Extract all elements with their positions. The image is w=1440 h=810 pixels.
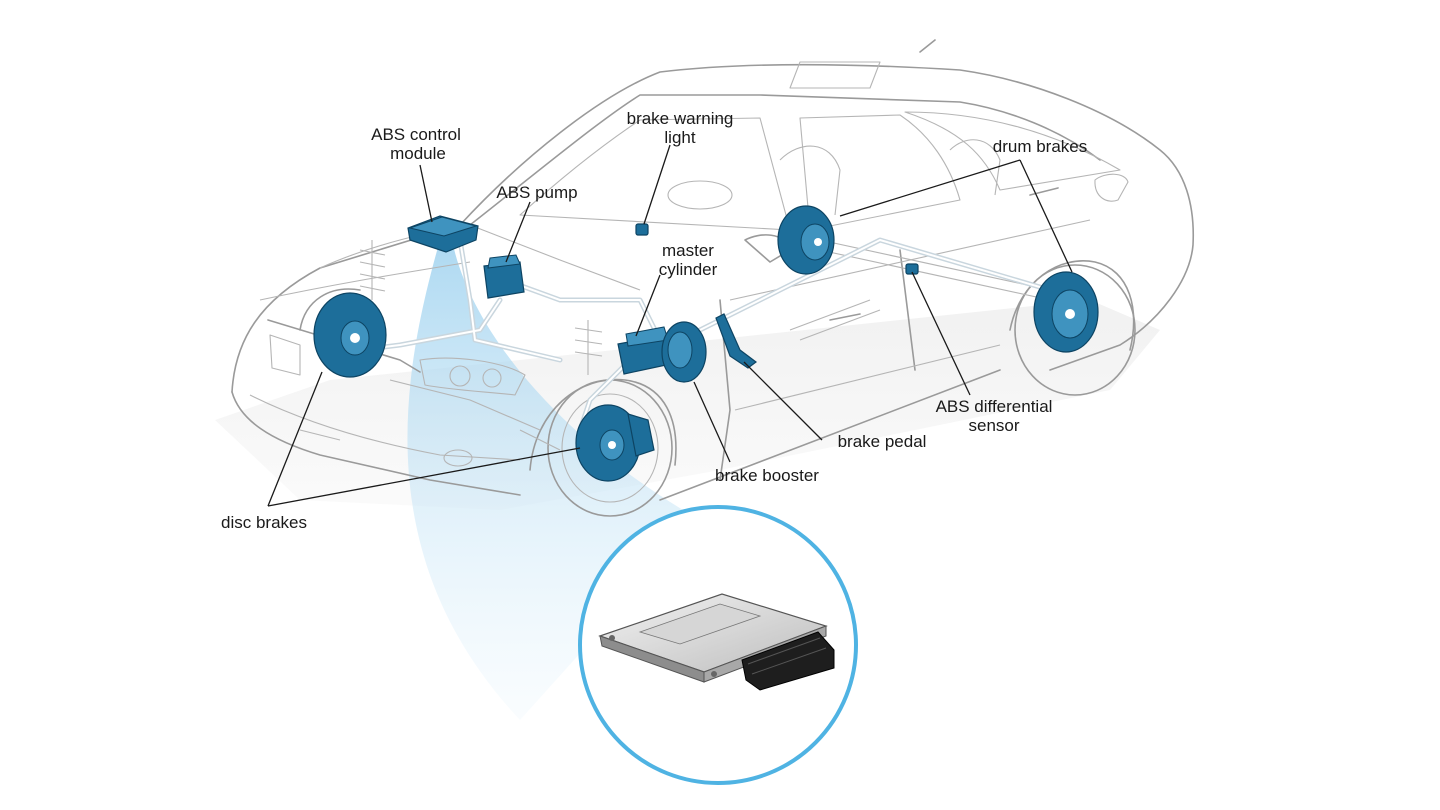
label-abs-differential-sensor: ABS differential sensor (936, 397, 1053, 435)
rear-left-drum-brake-part[interactable] (777, 205, 835, 275)
svg-text:brake warning: brake warning (627, 109, 734, 128)
svg-text:brake pedal: brake pedal (838, 432, 927, 451)
leader-lines (267, 144, 1073, 507)
svg-text:ABS differential: ABS differential (936, 397, 1053, 416)
abs-differential-sensor-part[interactable] (905, 263, 919, 275)
label-brake-booster: brake booster (715, 466, 819, 485)
svg-text:ABS control: ABS control (371, 125, 461, 144)
label-brake-pedal: brake pedal (838, 432, 927, 451)
brake-warning-light-part[interactable] (635, 223, 649, 236)
abs-module-callout (578, 505, 858, 785)
label-abs-pump: ABS pump (496, 183, 577, 202)
brake-pedal-part[interactable] (715, 313, 757, 369)
label-drum-brakes: drum brakes (993, 137, 1087, 156)
ecu-enlarged-icon (598, 593, 835, 691)
abs-control-module-part[interactable] (407, 215, 479, 253)
front-left-disc-brake-part[interactable] (313, 292, 387, 378)
rear-right-drum-brake-part[interactable] (1033, 271, 1099, 353)
svg-text:module: module (390, 144, 446, 163)
label-master-cylinder: master cylinder (659, 241, 718, 279)
svg-text:disc brakes: disc brakes (221, 513, 307, 532)
brake-booster-part[interactable] (661, 321, 707, 383)
abs-pump-part[interactable] (483, 254, 525, 299)
svg-text:drum brakes: drum brakes (993, 137, 1087, 156)
svg-text:ABS pump: ABS pump (496, 183, 577, 202)
svg-text:cylinder: cylinder (659, 260, 718, 279)
label-abs-control-module: ABS control module (371, 125, 461, 163)
svg-text:light: light (664, 128, 695, 147)
front-right-disc-brake-part[interactable] (575, 404, 655, 482)
label-disc-brakes: disc brakes (221, 513, 307, 532)
svg-text:master: master (662, 241, 714, 260)
label-brake-warning-light: brake warning light (627, 109, 734, 147)
svg-text:brake booster: brake booster (715, 466, 819, 485)
svg-text:sensor: sensor (968, 416, 1019, 435)
